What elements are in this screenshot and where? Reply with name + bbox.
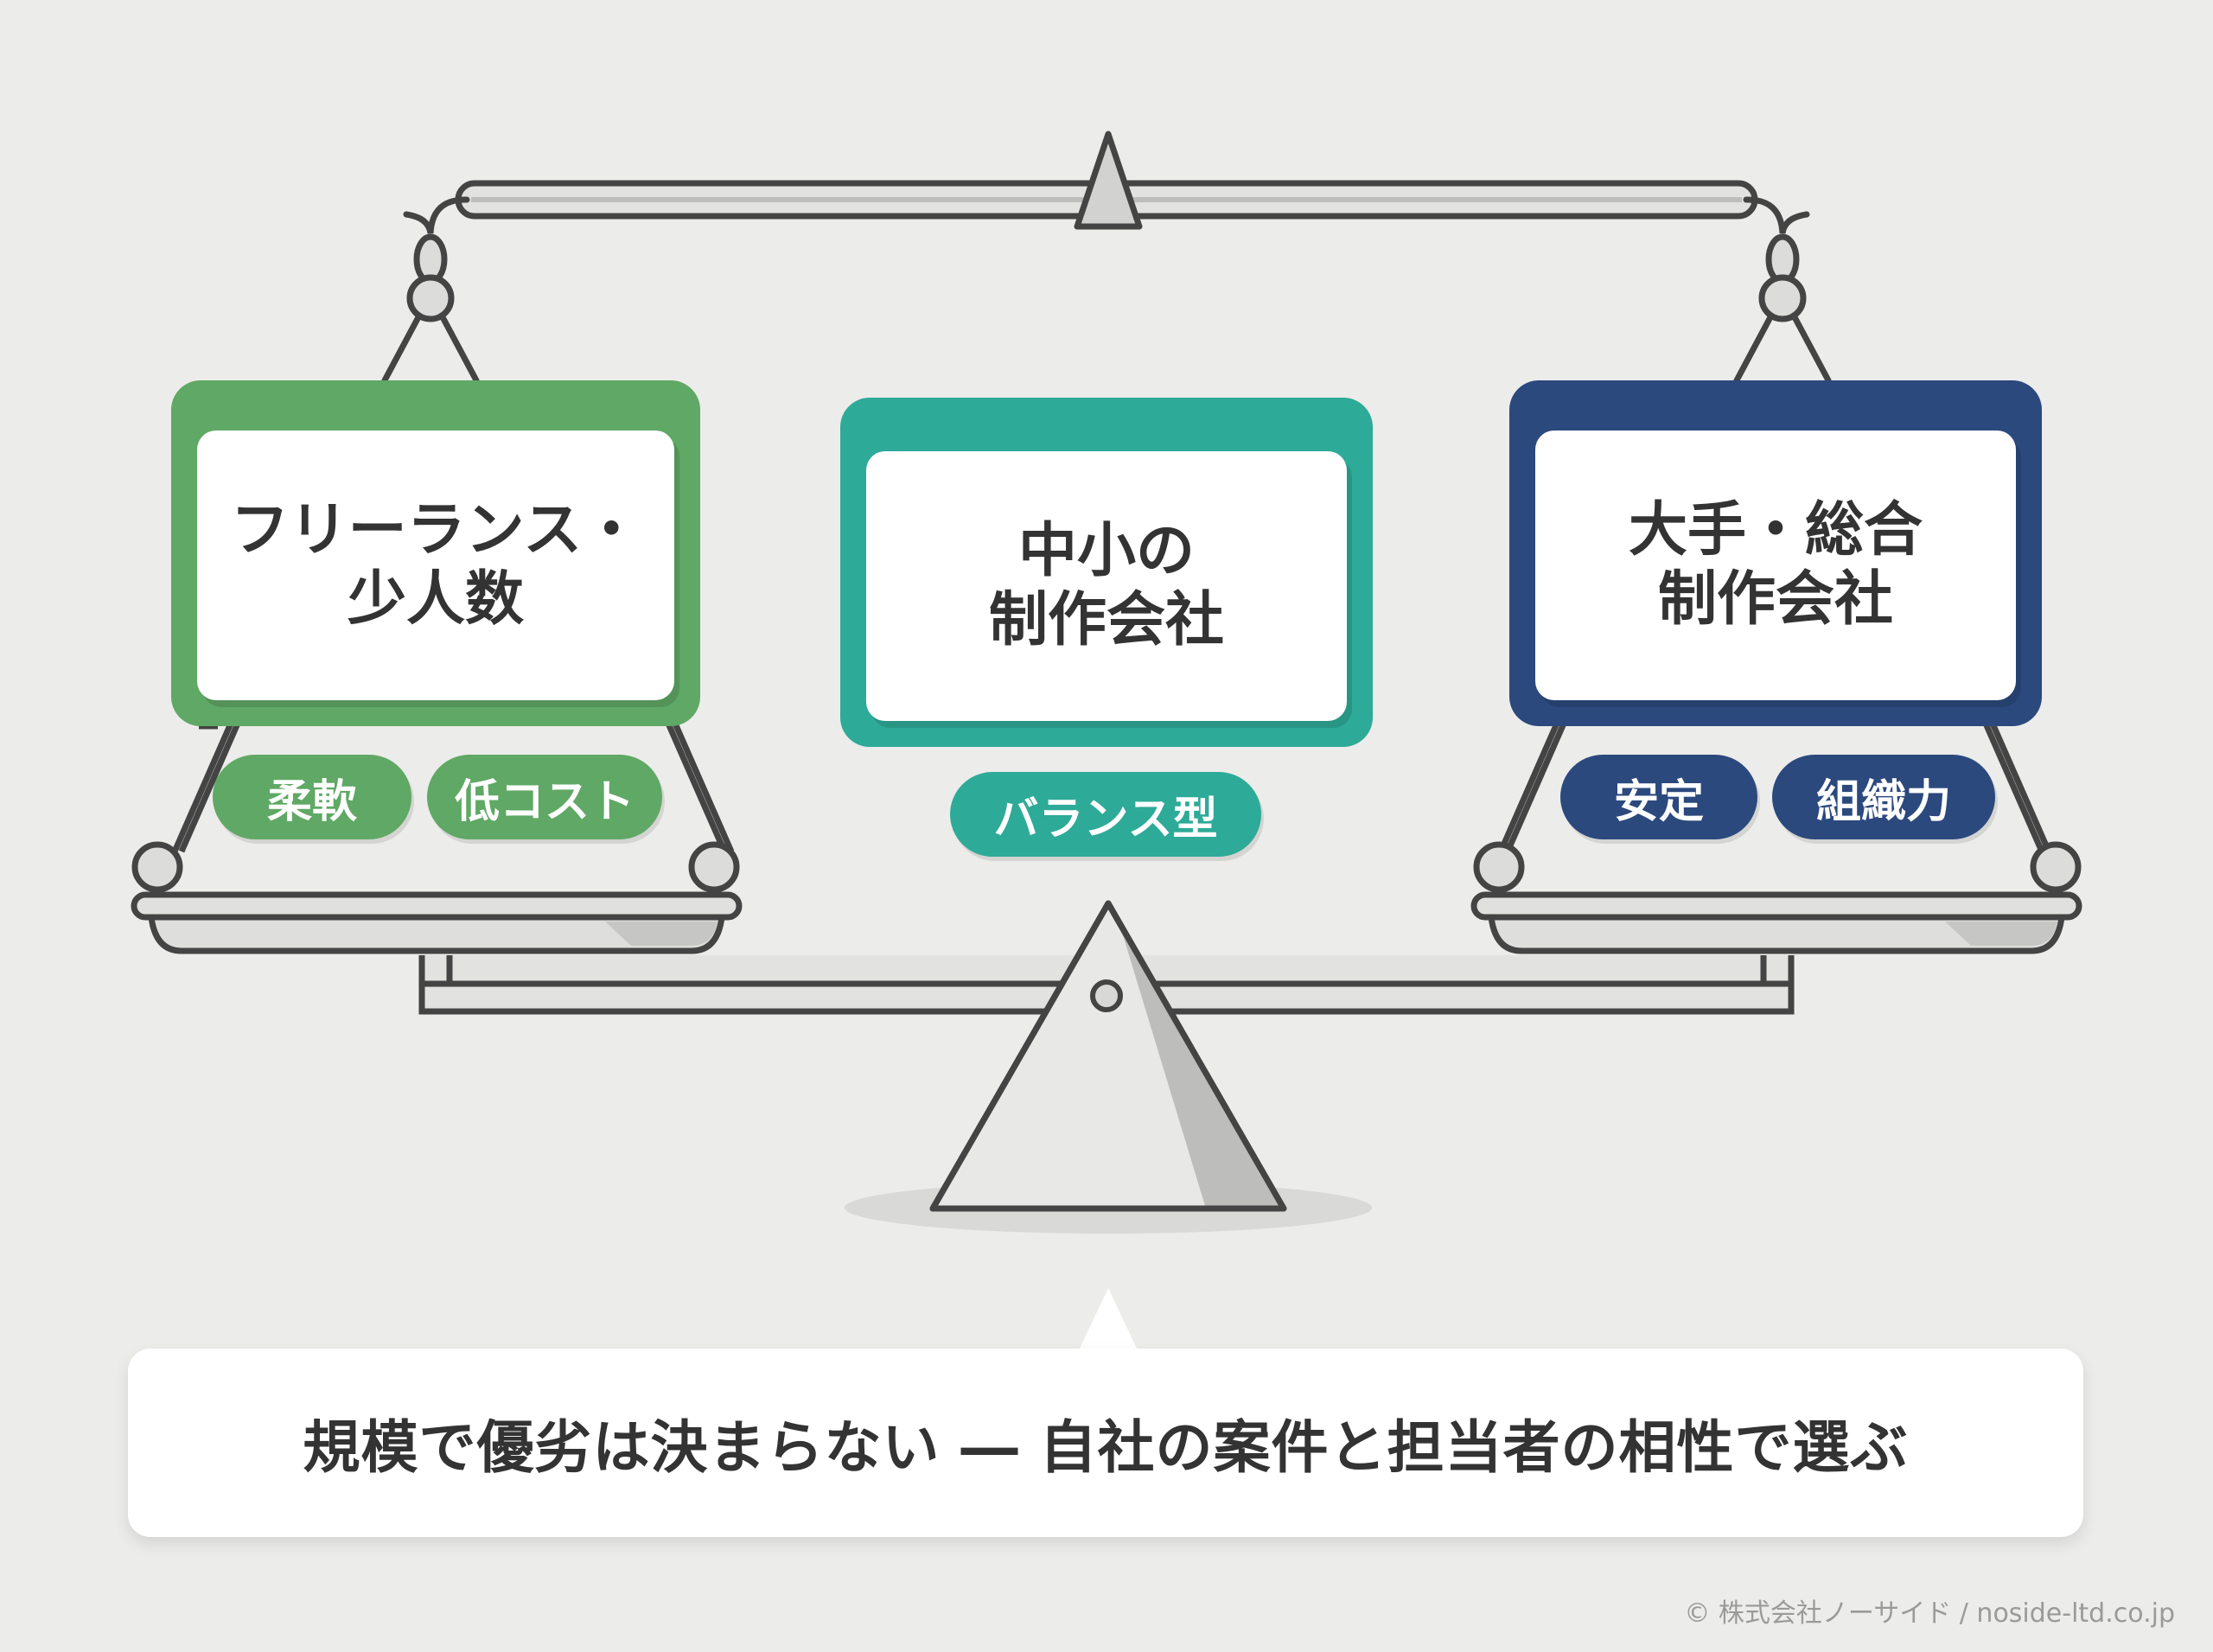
card-freelance-small-team: フリーランス・ 少人数 — [171, 380, 700, 726]
right-hanger — [1733, 196, 1832, 384]
tag-low-cost: 低コスト — [427, 755, 662, 839]
callout-pointer — [1079, 1288, 1138, 1350]
left-pan-strings — [131, 716, 740, 893]
copyright-footer: © 株式会社ノーサイド / noside-ltd.co.jp — [1684, 1598, 2175, 1629]
tag-stable: 安定 — [1560, 755, 1757, 839]
card-large-label: 大手・総合 制作会社 — [1535, 431, 2016, 700]
conclusion-callout: 規模で優劣は決まらない ― 自社の案件と担当者の相性で選ぶ — [128, 1349, 2083, 1537]
card-large-line-2: 制作会社 — [1657, 565, 1893, 634]
right-pan — [1470, 891, 2082, 954]
card-freelance-label: フリーランス・ 少人数 — [197, 431, 674, 700]
tag-flexible: 柔軟 — [213, 755, 411, 839]
tag-organizational-power: 組織力 — [1772, 755, 1995, 839]
card-large-company: 大手・総合 制作会社 — [1509, 380, 2042, 726]
card-mid-size-company: 中小の 制作会社 — [840, 398, 1373, 747]
tag-balanced: バランス型 — [950, 772, 1261, 857]
scale-top-pivot — [1074, 131, 1143, 230]
card-freelance-line-1: フリーランス・ — [230, 495, 641, 564]
scale-fulcrum — [929, 900, 1287, 1212]
card-mid-size-label: 中小の 制作会社 — [866, 451, 1347, 721]
left-pan — [131, 891, 743, 954]
right-pan-strings — [1473, 716, 2082, 893]
left-hanger — [381, 196, 480, 384]
conclusion-text: 規模で優劣は決まらない ― 自社の案件と担当者の相性で選ぶ — [303, 1414, 1909, 1481]
card-mid-size-line-1: 中小の — [1017, 516, 1195, 585]
card-freelance-line-2: 少人数 — [347, 565, 524, 634]
card-mid-size-line-2: 制作会社 — [988, 586, 1224, 654]
card-large-line-1: 大手・総合 — [1628, 495, 1923, 564]
